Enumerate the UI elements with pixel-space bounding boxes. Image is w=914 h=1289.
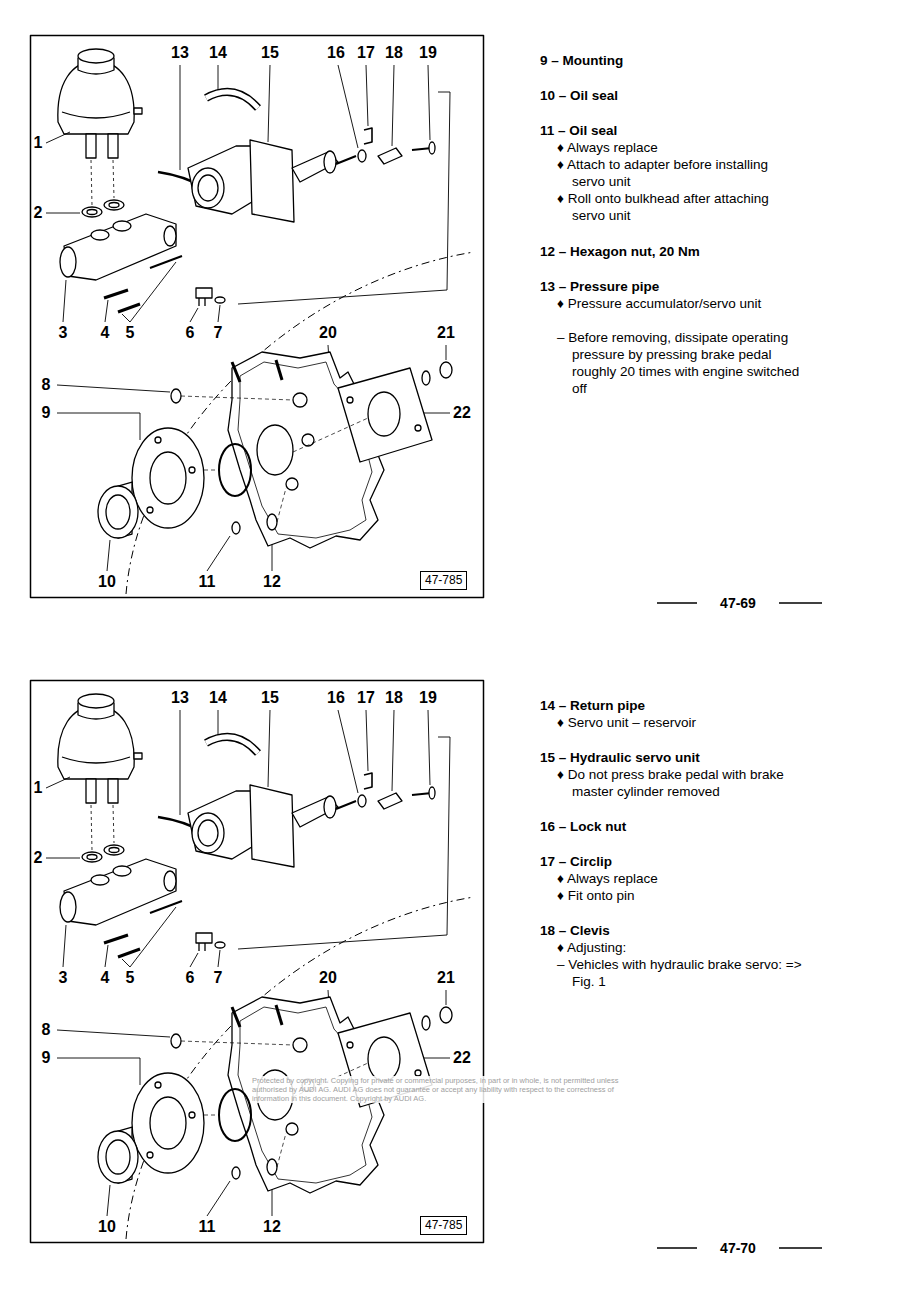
callout-number: 1 bbox=[33, 779, 44, 797]
callout-number: 7 bbox=[213, 324, 224, 342]
callout-number: 20 bbox=[318, 969, 338, 987]
callout-number: 8 bbox=[41, 1021, 52, 1039]
hydraulic-servo-unit bbox=[188, 128, 435, 222]
master-cylinder bbox=[60, 214, 176, 280]
item-note: ♦ Fit onto pin bbox=[557, 887, 802, 904]
item-heading: 9 – Mounting bbox=[540, 52, 810, 69]
callout-number: 13 bbox=[170, 689, 190, 707]
callout-number: 15 bbox=[260, 689, 280, 707]
callout-number: 9 bbox=[41, 404, 52, 422]
callout-number: 2 bbox=[33, 849, 44, 867]
copyright-watermark: Protected by copyright. Copying for priv… bbox=[252, 1076, 637, 1103]
callout-number: 11 bbox=[198, 573, 217, 591]
item-heading: 15 – Hydraulic servo unit bbox=[540, 749, 810, 766]
callout-number: 1 bbox=[33, 134, 44, 152]
callout-number: 19 bbox=[418, 44, 438, 62]
callout-number: 6 bbox=[185, 324, 196, 342]
page-number: 47-70 bbox=[720, 1239, 756, 1257]
item-note: ♦ Pressure accumulator/servo unit bbox=[557, 295, 802, 312]
callout-number: 9 bbox=[41, 1049, 52, 1067]
item-note: ♦ Always replace bbox=[557, 870, 802, 887]
callout-number: 15 bbox=[260, 44, 280, 62]
item-note: ♦ Adjusting: bbox=[557, 939, 802, 956]
figure-frame bbox=[31, 36, 484, 598]
item-note: ♦ Attach to adapter before installing se… bbox=[557, 156, 802, 190]
item-heading: 13 – Pressure pipe bbox=[540, 278, 810, 295]
plate-nut-washer bbox=[338, 362, 452, 462]
callout-number: 19 bbox=[418, 689, 438, 707]
callout-number: 6 bbox=[185, 969, 196, 987]
bolts-unions-switch bbox=[104, 256, 225, 312]
figure-number-box: 47-785 bbox=[420, 571, 467, 590]
item-note: ♦ Do not press brake pedal with brake ma… bbox=[557, 766, 802, 800]
reservoir-seals bbox=[82, 160, 124, 217]
callout-number: 20 bbox=[318, 324, 338, 342]
callout-number: 21 bbox=[436, 969, 456, 987]
item-heading: 17 – Circlip bbox=[540, 853, 810, 870]
callout-number: 12 bbox=[262, 573, 282, 591]
leader-lines bbox=[46, 65, 450, 571]
callout-number: 4 bbox=[100, 324, 111, 342]
callout-number: 7 bbox=[213, 969, 224, 987]
callout-number: 13 bbox=[170, 44, 190, 62]
figure-number: 47-785 bbox=[425, 573, 462, 587]
callout-number: 3 bbox=[58, 324, 69, 342]
callout-number: 14 bbox=[208, 44, 228, 62]
section-line bbox=[126, 252, 474, 594]
callout-number: 5 bbox=[125, 969, 136, 987]
callout-number: 22 bbox=[452, 404, 472, 422]
callout-number: 21 bbox=[436, 324, 456, 342]
callout-number: 17 bbox=[356, 44, 376, 62]
reservoir bbox=[58, 49, 142, 158]
callout-number: 22 bbox=[452, 1049, 472, 1067]
callout-number: 10 bbox=[97, 573, 117, 591]
callout-number: 12 bbox=[262, 1218, 282, 1236]
item-heading: 11 – Oil seal bbox=[540, 122, 810, 139]
callout-number: 5 bbox=[125, 324, 136, 342]
item-note: – Vehicles with hydraulic brake servo: =… bbox=[557, 956, 802, 990]
item-note: ♦ Servo unit – reservoir bbox=[557, 714, 802, 731]
callout-number: 18 bbox=[384, 44, 404, 62]
item-note: – Before removing, dissipate operating p… bbox=[557, 329, 802, 397]
callout-number: 17 bbox=[356, 689, 376, 707]
callout-number: 11 bbox=[198, 1218, 217, 1236]
item-heading: 18 – Clevis bbox=[540, 922, 810, 939]
page-number: 47-69 bbox=[720, 594, 756, 612]
callout-number: 16 bbox=[326, 44, 346, 62]
callout-number: 3 bbox=[58, 969, 69, 987]
callout-number: 8 bbox=[41, 376, 52, 394]
figure-number-box: 47-785 bbox=[420, 1216, 467, 1235]
callout-number: 2 bbox=[33, 204, 44, 222]
callout-number: 14 bbox=[208, 689, 228, 707]
figure-number: 47-785 bbox=[425, 1218, 462, 1232]
callout-number: 16 bbox=[326, 689, 346, 707]
brake-servo-exploded-view-copy bbox=[31, 681, 484, 1243]
callout-number: 4 bbox=[100, 969, 111, 987]
item-note: ♦ Always replace bbox=[557, 139, 802, 156]
item-heading: 10 – Oil seal bbox=[540, 87, 810, 104]
callout-number: 10 bbox=[97, 1218, 117, 1236]
brake-servo-exploded-view bbox=[31, 36, 484, 598]
page-number-rules bbox=[657, 603, 822, 1248]
item-heading: 14 – Return pipe bbox=[540, 697, 810, 714]
callout-number: 18 bbox=[384, 689, 404, 707]
mounting-seals bbox=[98, 389, 368, 538]
item-heading: 12 – Hexagon nut, 20 Nm bbox=[540, 243, 810, 260]
item-heading: 16 – Lock nut bbox=[540, 818, 810, 835]
item-note: ♦ Roll onto bulkhead after attaching ser… bbox=[557, 190, 802, 224]
